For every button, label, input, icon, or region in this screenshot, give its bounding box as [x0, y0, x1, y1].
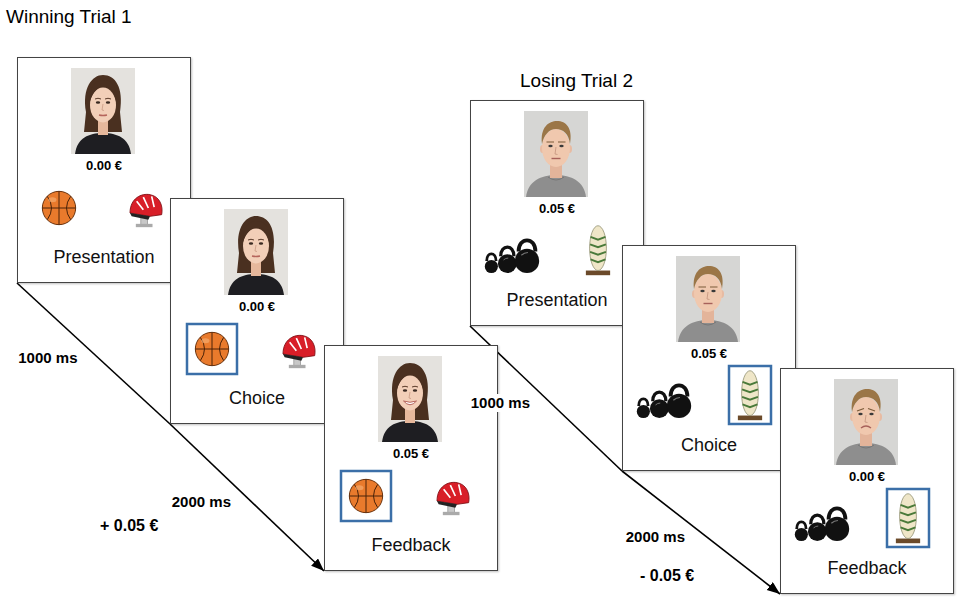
outcome-amount: - 0.05 € [640, 566, 694, 585]
timeline-arrow [170, 424, 324, 571]
trial-screen-art [781, 369, 951, 553]
trial-screen: 0.00 € Presentation [17, 57, 191, 283]
duration-label: 1000 ms [469, 394, 532, 412]
amount-text: 0.00 € [177, 299, 337, 315]
timeline-arrow [622, 471, 780, 594]
amount-text: 0.05 € [629, 346, 789, 362]
amount-text: 0.05 € [331, 446, 491, 462]
trial-screen: 0.05 € Feedback [324, 345, 498, 571]
duration-label: 2000 ms [624, 528, 687, 546]
trial-title: Losing Trial 2 [520, 70, 633, 92]
timeline-arrow [17, 283, 170, 424]
trial-screen-art [171, 199, 341, 383]
trial-screen: 0.05 € Presentation [470, 100, 644, 326]
outcome-amount: + 0.05 € [100, 516, 158, 535]
trial-title: Winning Trial 1 [6, 6, 132, 28]
duration-label: 2000 ms [170, 493, 233, 511]
trial-screen: 0.05 € Choice [622, 245, 796, 471]
phase-caption: Presentation [24, 246, 184, 268]
trial-screen-art [18, 58, 188, 242]
trial-screen: 0.00 € Choice [170, 198, 344, 424]
phase-caption: Presentation [477, 289, 637, 311]
trial-screen-art [623, 246, 793, 430]
amount-text: 0.00 € [24, 158, 184, 174]
duration-label: 1000 ms [16, 349, 79, 367]
trial-screen-art [325, 346, 495, 530]
phase-caption: Feedback [331, 534, 491, 556]
trial-screen: 0.00 € Feedback [780, 368, 954, 594]
phase-caption: Feedback [787, 557, 947, 579]
phase-caption: Choice [177, 387, 337, 409]
trial-screen-art [471, 101, 641, 285]
phase-caption: Choice [629, 434, 789, 456]
amount-text: 0.00 € [787, 469, 947, 485]
amount-text: 0.05 € [477, 201, 637, 217]
